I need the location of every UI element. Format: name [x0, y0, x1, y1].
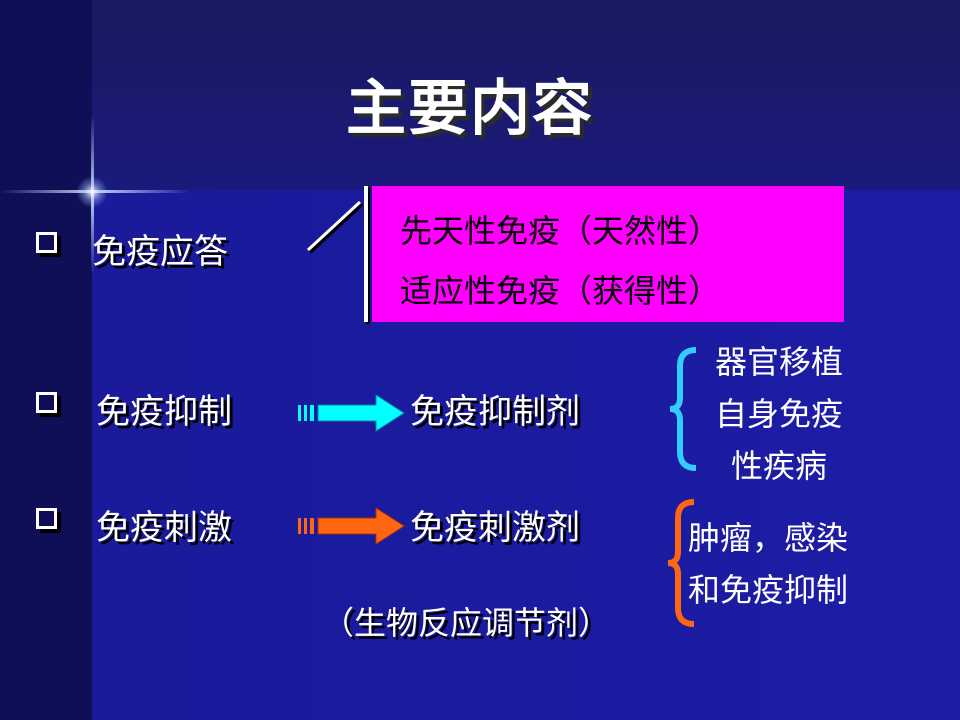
suppression-uses: 器官移植 自身免疫 性疾病 [694, 336, 864, 492]
use-immunosuppression: 和免疫抑制 [688, 571, 849, 609]
top-band [0, 0, 960, 190]
bullet-square-icon [36, 392, 57, 413]
immunostimulant-text: 免疫刺激剂 [410, 508, 580, 548]
slide-title: 主要内容 [346, 74, 594, 144]
bullet-square-icon [36, 232, 57, 253]
item-immune-response: 免疫应答 [92, 232, 228, 272]
biological-response-modifier-note: （生物反应调节剂） [322, 604, 611, 642]
innate-immunity-text: 先天性免疫（天然性） [400, 212, 721, 250]
left-band [0, 0, 92, 720]
use-disease: 性疾病 [730, 447, 827, 485]
use-tumor-infection: 肿瘤，感染 [688, 519, 849, 557]
immunosuppressant-text: 免疫抑制剂 [410, 392, 580, 432]
connector-slash [306, 200, 364, 254]
left-brace-icon [667, 499, 695, 627]
innate-adaptive-box: 先天性免疫（天然性） 适应性免疫（获得性） [372, 186, 844, 322]
use-autoimmune: 自身免疫 [714, 395, 843, 433]
divider-bar [364, 186, 368, 322]
left-brace-icon [669, 347, 697, 471]
adaptive-immunity-text: 适应性免疫（获得性） [400, 272, 721, 310]
arrow-right-icon [298, 507, 405, 545]
arrow-right-icon [298, 394, 405, 432]
sparkle-star-icon [76, 176, 108, 208]
stimulation-uses: 肿瘤，感染 和免疫抑制 [688, 512, 908, 616]
item-immunostimulation: 免疫刺激 [96, 508, 232, 548]
use-organ-transplant: 器官移植 [714, 343, 843, 381]
bullet-square-icon [36, 508, 57, 529]
item-immunosuppression: 免疫抑制 [96, 392, 232, 432]
